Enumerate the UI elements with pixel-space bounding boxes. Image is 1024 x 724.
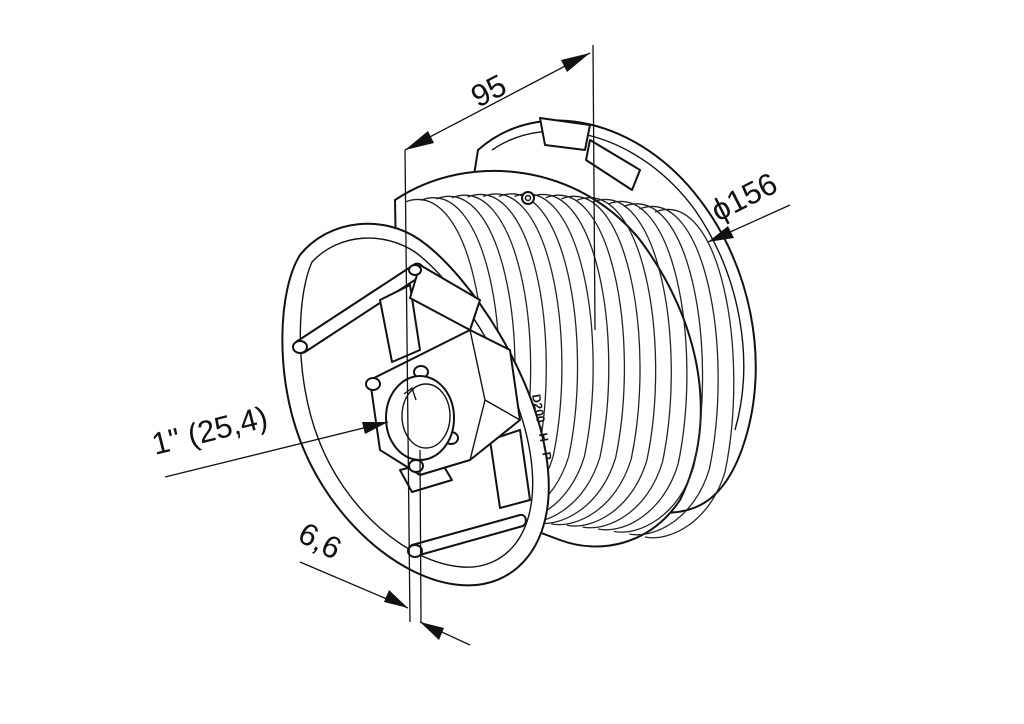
shaft-bore [385, 375, 455, 461]
dimension-bore-value: 1" (25,4) [148, 399, 271, 461]
drum-cable-hole [521, 191, 535, 205]
drum-groove [613, 203, 704, 533]
drum-groove [519, 193, 610, 524]
drum-groove [551, 195, 641, 526]
drum-groove [644, 208, 735, 539]
drum-groove [597, 200, 688, 531]
drum-groove [535, 194, 625, 525]
dimension-length-value: 95 [465, 67, 512, 114]
drum-groove [629, 205, 719, 536]
flange-spokes [292, 262, 531, 558]
dimension-offset-value: 6,6 [293, 515, 347, 566]
drum-groove [582, 198, 672, 529]
drum-groove [566, 197, 657, 527]
dimension-diameter-value: ϕ156 [705, 166, 782, 229]
